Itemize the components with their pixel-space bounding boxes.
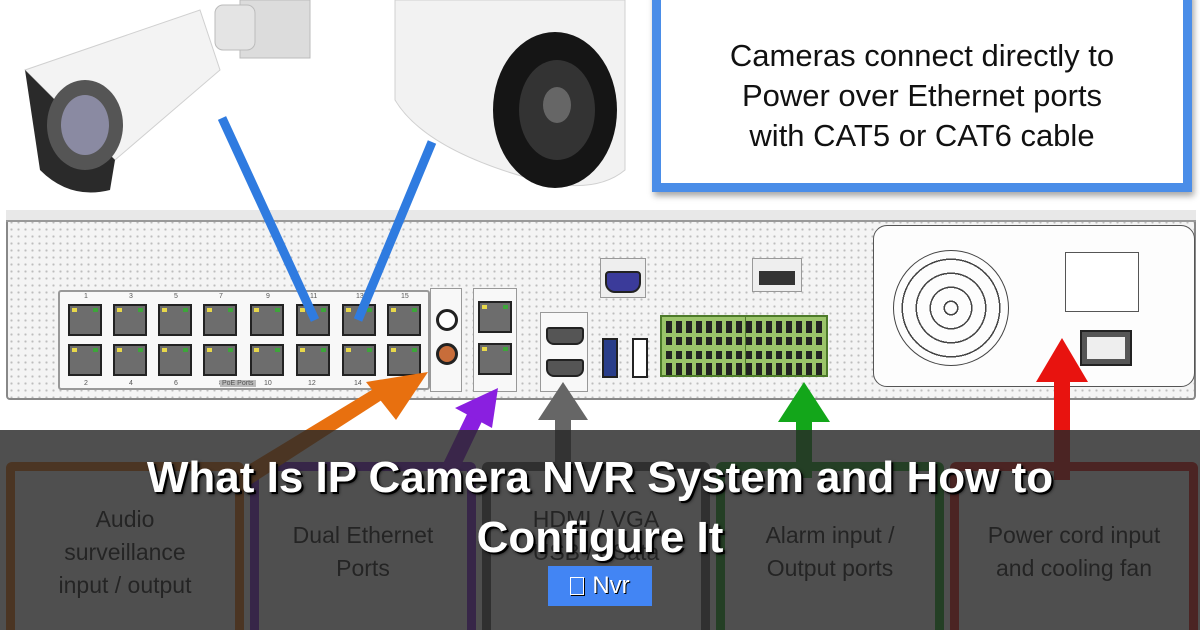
port-number: 13 — [356, 293, 364, 300]
audio-panel — [430, 288, 462, 392]
category-tag-nvr[interactable]: Nvr — [548, 566, 652, 606]
port-number: 6 — [174, 380, 178, 387]
cooling-fan-icon — [893, 250, 1009, 366]
poe-port — [342, 344, 376, 376]
category-tag-label: Nvr — [592, 572, 630, 599]
vga-port — [600, 258, 646, 298]
poe-port — [387, 304, 421, 336]
hdmi-panel — [540, 312, 588, 392]
alarm-terminal-block — [660, 315, 828, 377]
port-number: 2 — [84, 380, 88, 387]
usb-panel — [598, 332, 656, 392]
power-switch-icon — [1080, 330, 1132, 366]
poe-port — [158, 344, 192, 376]
poe-port — [203, 344, 237, 376]
audio-out-jack — [436, 309, 458, 331]
port-number: 5 — [174, 293, 178, 300]
folder-icon — [570, 577, 585, 595]
nvr-top-rim — [6, 210, 1196, 222]
port-number: 16 — [399, 380, 407, 387]
poe-port — [113, 304, 147, 336]
port-number: 3 — [129, 293, 133, 300]
poe-port — [158, 304, 192, 336]
esata-port — [752, 258, 802, 292]
port-number: 15 — [401, 293, 409, 300]
poe-port — [250, 344, 284, 376]
port-number: 12 — [308, 380, 316, 387]
port-number: 7 — [219, 293, 223, 300]
hdmi1-port — [546, 327, 584, 345]
callout-text: Cameras connect directly to Power over E… — [729, 38, 1115, 153]
lan1-port — [478, 301, 512, 333]
poe-port — [113, 344, 147, 376]
poe-ports-panel: 1 3 5 7 9 11 13 15 2 4 6 8 10 12 14 16 P… — [58, 290, 430, 390]
bullet-camera-icon — [24, 0, 311, 193]
lan2-port — [478, 343, 512, 375]
port-number: 4 — [129, 380, 133, 387]
dome-camera-icon — [394, 0, 626, 188]
poe-port — [387, 344, 421, 376]
usb3-port — [602, 338, 618, 378]
hdmi2-port — [546, 359, 584, 377]
port-number: 10 — [264, 380, 272, 387]
poe-port — [250, 304, 284, 336]
audio-in-jack — [436, 343, 458, 365]
port-number: 1 — [84, 293, 88, 300]
usb-port — [632, 338, 648, 378]
article-title[interactable]: What Is IP Camera NVR System and How to … — [146, 453, 1054, 562]
poe-port — [296, 344, 330, 376]
power-inlet-icon — [1065, 252, 1139, 312]
port-number: 14 — [354, 380, 362, 387]
poe-port — [203, 304, 237, 336]
poe-port — [68, 344, 102, 376]
poe-ports-label: PoE Ports — [220, 380, 256, 387]
poe-port — [296, 304, 330, 336]
poe-port — [342, 304, 376, 336]
lan-panel — [473, 288, 517, 392]
port-number: 11 — [310, 293, 318, 300]
port-number: 9 — [266, 293, 270, 300]
poe-callout-box: Cameras connect directly to Power over E… — [652, 0, 1192, 192]
poe-port — [68, 304, 102, 336]
